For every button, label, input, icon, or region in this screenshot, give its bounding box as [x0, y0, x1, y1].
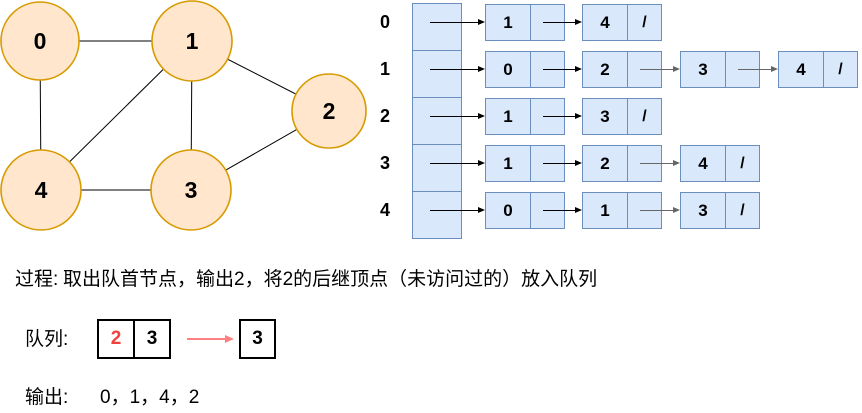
adj-node-pointer	[530, 193, 564, 228]
adj-node-pointer	[530, 52, 564, 87]
adj-node-value: 3	[698, 59, 708, 79]
queue-cell-front: 2	[110, 328, 122, 349]
adj-node-value: 2	[600, 59, 610, 79]
adj-row-index-1: 1	[379, 59, 390, 79]
link-arrow	[738, 65, 778, 72]
link-arrow	[640, 65, 680, 72]
adj-node-box: 3 /	[582, 98, 662, 135]
adj-head-cell-0	[412, 3, 462, 51]
process-label: 过程:	[15, 269, 59, 290]
queue-label: 队列:	[25, 329, 69, 350]
adj-node-value: 4	[698, 153, 708, 173]
adj-node-pointer	[530, 99, 564, 134]
graph-node-label-1: 1	[186, 28, 199, 54]
adj-node-pointer	[627, 52, 661, 87]
adj-node-pointer	[627, 146, 661, 181]
link-arrow	[543, 112, 582, 119]
adj-node-box: 4 /	[582, 4, 662, 41]
graph-node-label-0: 0	[34, 28, 47, 54]
adj-node-pointer	[530, 146, 564, 181]
link-arrow	[543, 206, 582, 213]
adj-row-index-3: 3	[379, 153, 390, 173]
adj-node-pointer	[725, 52, 759, 87]
adj-node-pointer: /	[627, 5, 661, 40]
adj-node-value: 0	[503, 200, 513, 220]
head-arrow-row0	[430, 18, 485, 25]
adj-node-pointer: /	[627, 99, 661, 134]
adj-node-box: 4 /	[680, 145, 760, 182]
adj-row-index-4: 4	[379, 200, 390, 220]
adj-node-value: 4	[600, 12, 610, 32]
adj-node-value: 3	[600, 106, 610, 126]
link-arrow	[640, 159, 680, 166]
graph-node-circle-2	[291, 73, 367, 149]
graph-node-circle-4	[0, 149, 82, 231]
adj-node-value: 3	[698, 200, 708, 220]
adj-node-value: 0	[503, 59, 513, 79]
link-arrow	[543, 18, 582, 25]
adj-node-pointer: /	[725, 193, 759, 228]
adj-node-value: 1	[503, 106, 513, 126]
link-arrow	[543, 159, 582, 166]
queue-box-before: 2 3	[97, 319, 171, 359]
adj-node-pointer: /	[725, 146, 759, 181]
adj-row-index-2: 2	[379, 106, 390, 126]
adj-node-box: 3 /	[680, 192, 760, 229]
adj-head-cell-4	[412, 191, 462, 239]
link-arrow	[640, 206, 680, 213]
adj-head-cell-2	[412, 97, 462, 145]
graph-node-label-3: 3	[185, 177, 198, 203]
adj-node-pointer	[627, 193, 661, 228]
adj-head-cell-3	[412, 144, 462, 192]
adj-node-value: 1	[503, 12, 513, 32]
output-values: 0，1，4，2	[100, 387, 200, 408]
adj-node-pointer: /	[823, 52, 857, 87]
adj-node-box: 4 /	[778, 51, 858, 88]
queue-transition-arrow	[187, 334, 234, 343]
head-arrow-row4	[430, 206, 485, 213]
graph-node-circle-0	[0, 1, 80, 81]
adj-node-value: 4	[796, 59, 806, 79]
process-text: 取出队首节点，输出2，将2的后继顶点（未访问过的）放入队列	[63, 269, 598, 290]
adj-row-index-0: 0	[379, 12, 390, 32]
graph-svg: 0 1 2 3 4	[0, 0, 367, 231]
head-arrow-row2	[430, 112, 485, 119]
head-arrow-row3	[430, 159, 485, 166]
graph-node-label-2: 2	[323, 98, 336, 124]
graph-node-label-4: 4	[35, 177, 48, 203]
adj-node-value: 1	[600, 200, 610, 220]
graph-node-circle-3	[150, 149, 232, 231]
link-arrow	[543, 65, 582, 72]
queue-box-after: 3	[239, 319, 276, 359]
adj-node-pointer	[530, 5, 564, 40]
adj-node-value: 1	[503, 153, 513, 173]
adj-node-value: 2	[600, 153, 610, 173]
queue-cell: 3	[252, 328, 263, 349]
graph-node-circle-1	[151, 0, 233, 82]
output-label: 输出:	[25, 387, 69, 408]
queue-cell: 3	[133, 321, 169, 357]
head-arrow-row1	[430, 65, 485, 72]
adj-head-cell-1	[412, 50, 462, 98]
